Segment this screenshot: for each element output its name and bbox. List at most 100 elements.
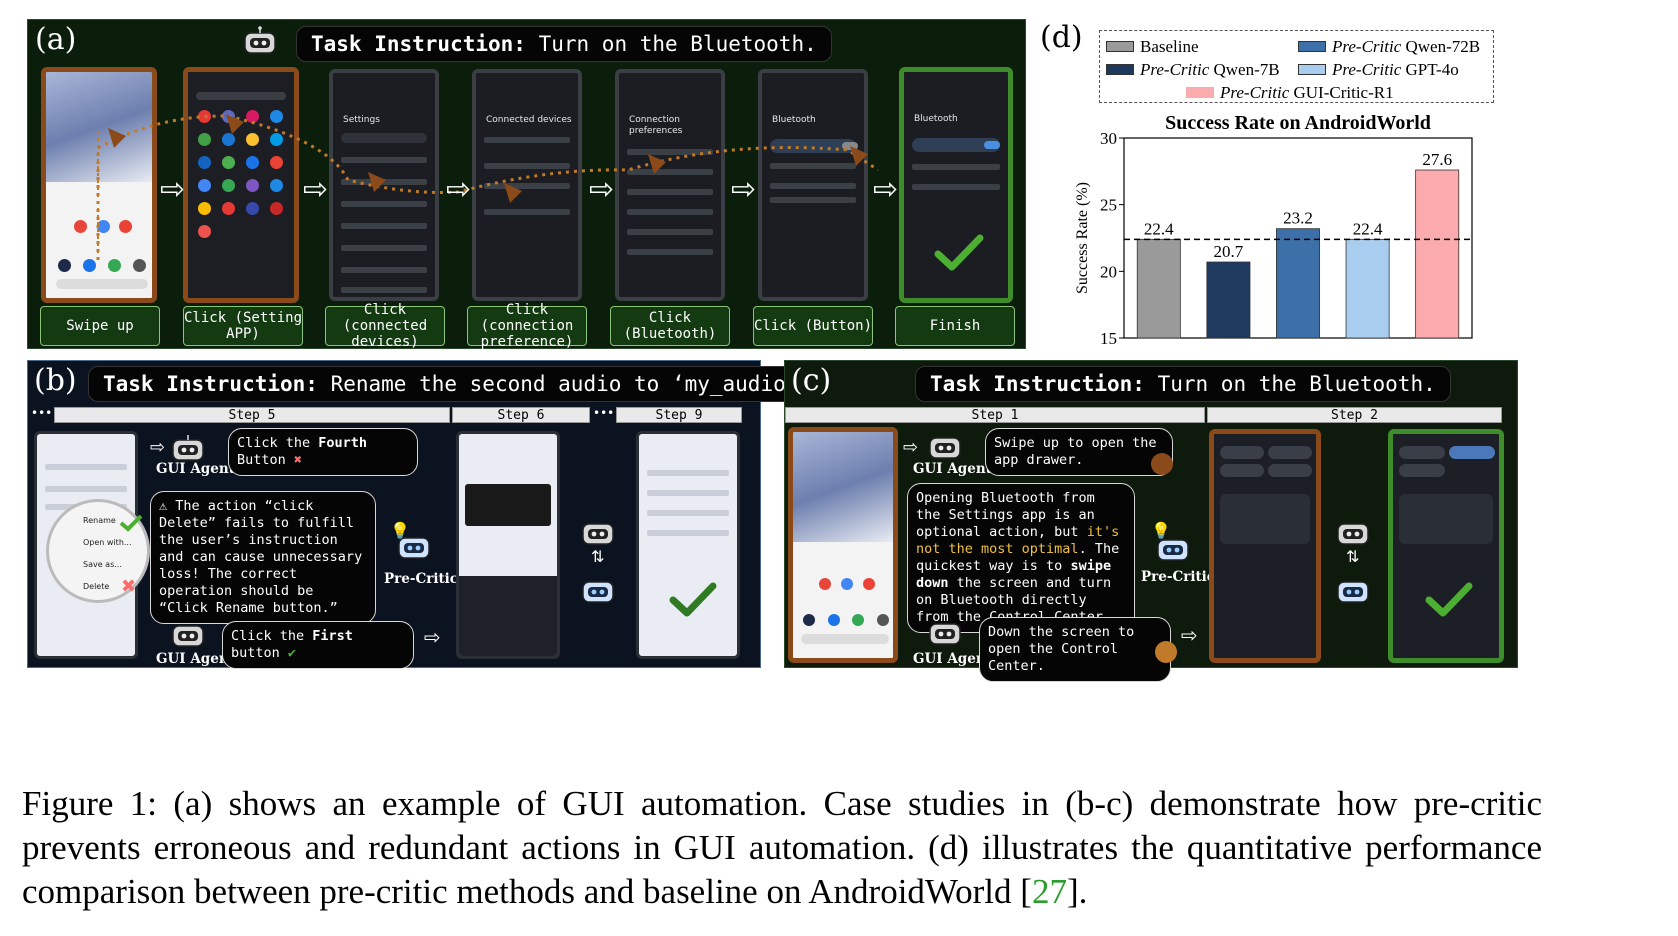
panel-a: (a) Task Instruction: Turn on the Blueto… — [27, 19, 1026, 350]
gui-agent-robot-icon — [929, 623, 961, 645]
arrow-icon: ⇨ — [903, 437, 919, 458]
legend-gui-critic-r1: Pre-Critic GUI-Critic-R1 — [1186, 83, 1394, 103]
robot-icon — [244, 26, 276, 54]
pre-critic-label: Pre-Critic — [1141, 569, 1216, 585]
pre-critic-robot-icon — [1157, 539, 1189, 561]
legend-baseline: Baseline — [1106, 37, 1199, 57]
step-label: Click (connection preference) — [467, 302, 587, 350]
gui-agent-robot-icon — [1337, 523, 1369, 545]
menu-item-save-as: Save as... — [83, 560, 122, 569]
step-label: Finish — [895, 306, 1015, 346]
pre-critic-robot-icon — [1337, 581, 1369, 603]
menu-item-delete: Delete — [83, 582, 110, 591]
happy-face-icon — [1155, 641, 1177, 663]
agent-bubble-first: Click the First button ✔ — [222, 621, 414, 669]
phone-records-step9 — [636, 431, 740, 659]
bluetooth-on-screen-title: Bluetooth — [914, 114, 958, 124]
gui-agent-robot-icon — [172, 435, 204, 461]
pre-critic-robot-icon — [582, 581, 614, 603]
gui-agent-robot-icon — [582, 523, 614, 545]
bar — [1415, 169, 1460, 339]
y-tick-label: 25 — [1100, 196, 1117, 215]
ellipsis: ••• — [593, 406, 615, 420]
y-tick-label: 30 — [1100, 129, 1117, 148]
sad-face-icon — [1151, 453, 1173, 475]
arrow-icon: ⇨ — [731, 172, 757, 207]
gui-agent-robot-icon — [172, 625, 204, 647]
menu-item-open-with: Open with... — [83, 538, 132, 547]
legend-qwen72b: Pre-Critic Qwen-72B — [1298, 37, 1480, 57]
step-bar: Step 9 — [616, 407, 742, 423]
bar — [1276, 228, 1320, 339]
phone-bluetooth: Bluetooth — [758, 69, 868, 301]
phone-bluetooth-on: Bluetooth — [899, 67, 1013, 303]
arrow-icon: ⇨ — [424, 625, 441, 649]
figure-caption: Figure 1: (a) shows an example of GUI au… — [22, 784, 1542, 911]
chart-legend: Baseline Pre-Critic Qwen-72B Pre-Critic … — [1099, 30, 1494, 103]
phone-home-c — [788, 427, 898, 663]
ellipsis: ••• — [31, 406, 53, 420]
check-icon — [119, 514, 143, 532]
connected-screen-title: Connected devices — [486, 115, 572, 125]
y-axis-label: Success Rate (%) — [1074, 182, 1091, 294]
context-menu-magnifier: Rename Open with... Save as... Delete ✖ — [46, 499, 150, 603]
step-label: Click (Setting APP) — [183, 306, 303, 346]
bluetooth-screen-title: Bluetooth — [772, 115, 816, 125]
action-trajectory — [96, 114, 879, 260]
gui-agent-robot-icon — [929, 437, 961, 459]
step-bar: Step 1 — [785, 407, 1205, 423]
bar-chart: Success Rate on AndroidWorld 15 20 25 30Succ… — [1074, 112, 1473, 348]
agent-bubble-swipe-up: Swipe up to open the app drawer. — [985, 428, 1173, 476]
arrow-icon: ⇨ — [446, 172, 472, 207]
y-tick-label: 15 — [1100, 329, 1117, 348]
step-label: Click (connected devices) — [325, 302, 445, 350]
panel-c: (c) Task Instruction: Turn on the Blueto… — [784, 360, 1518, 682]
legend-gpt4o: Pre-Critic GPT-4o — [1298, 60, 1459, 80]
panel-d-label: (d) — [1040, 20, 1083, 55]
bar-value-label: 20.7 — [1214, 242, 1244, 261]
agent-bubble-fourth: Click the Fourth Button ✖ — [228, 428, 418, 476]
task-instruction-b: Task Instruction: Rename the second audi… — [88, 366, 827, 402]
settings-screen-title: Settings — [343, 115, 380, 125]
check-icon: ✔ — [287, 645, 297, 661]
bar — [1206, 261, 1251, 339]
citation-link[interactable]: 27 — [1031, 872, 1067, 911]
gui-agent-label: GUI Agent — [156, 461, 235, 477]
step-bar: Step 5 — [54, 407, 450, 423]
step-label: Click (Button) — [753, 306, 873, 346]
bar-value-label: 22.4 — [1353, 219, 1383, 238]
y-tick-label: 20 — [1100, 262, 1117, 281]
arrow-icon: ⇨ — [1181, 623, 1198, 647]
arrow-icon: ⇨ — [303, 172, 329, 207]
pre-critic-robot-icon — [398, 537, 430, 559]
check-icon — [1425, 582, 1473, 617]
phone-control-center — [1209, 429, 1321, 663]
phone-connection-preferences: Connection preferences — [615, 69, 725, 301]
phone-control-center-bluetooth — [1388, 429, 1504, 663]
arrow-icon: ⇨ — [589, 172, 615, 207]
step-bar: Step 6 — [452, 407, 590, 423]
phone-connected-devices: Connected devices — [472, 69, 582, 301]
step-bar: Step 2 — [1207, 407, 1502, 423]
panel-b: (b) Task Instruction: Rename the second … — [27, 360, 827, 669]
check-icon — [934, 234, 984, 271]
swap-arrow-icon: ⇅ — [591, 547, 605, 566]
step-label: Swipe up — [40, 306, 160, 346]
gui-agent-label: GUI Agent — [156, 651, 235, 667]
panel-c-label: (c) — [791, 363, 832, 398]
agent-bubble-swipe-down: Down the screen to open the Control Cent… — [979, 617, 1171, 682]
phone-rename-dialog — [456, 431, 560, 659]
gui-agent-label: GUI Agent — [913, 651, 992, 667]
swap-arrow-icon: ⇅ — [1346, 547, 1360, 566]
pre-critic-label: Pre-Critic — [384, 571, 459, 587]
bar — [1345, 238, 1390, 339]
panel-a-label: (a) — [35, 22, 77, 57]
lightbulb-icon: 💡 — [1151, 521, 1171, 540]
critic-bubble-c: Opening Bluetooth from the Settings app … — [907, 483, 1135, 633]
phone-settings: Settings — [329, 69, 439, 301]
bar — [1136, 238, 1181, 339]
conn-pref-screen-title: Connection preferences — [629, 115, 683, 136]
chart-title: Success Rate on AndroidWorld — [1165, 112, 1431, 134]
arrow-icon: ⇨ — [160, 172, 186, 207]
menu-item-rename: Rename — [83, 516, 116, 525]
